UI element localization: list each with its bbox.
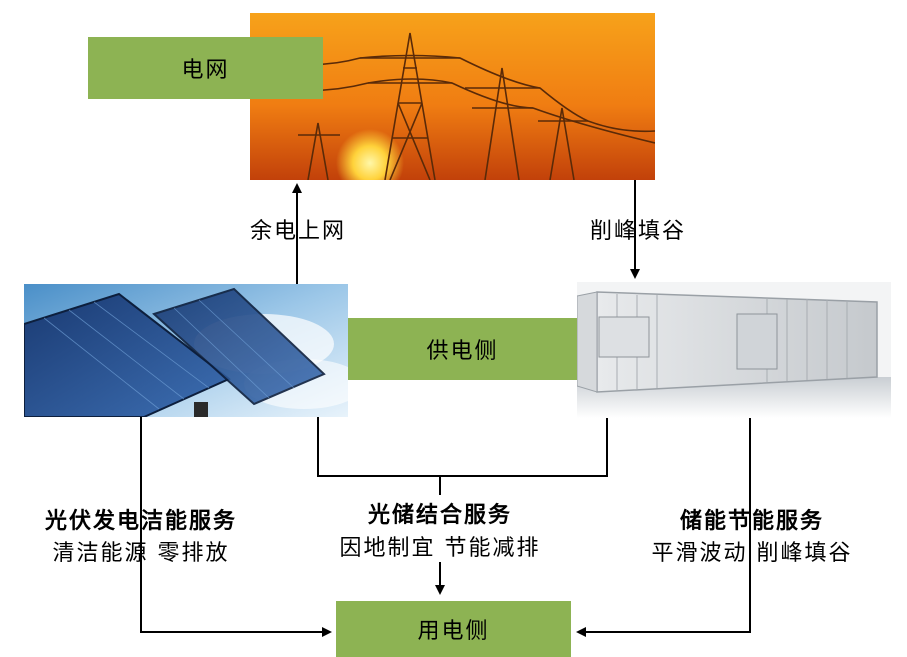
grid-label-box: 电网 (88, 37, 323, 99)
service-subtitle: 清洁能源 零排放 (52, 541, 230, 566)
peak-shaving-label: 削峰填谷 (589, 219, 687, 244)
consumer-side-box: 用电侧 (336, 601, 571, 657)
consumer-side-label: 用电侧 (417, 619, 490, 644)
service-title: 光伏发电洁能服务 (44, 508, 238, 534)
supply-side-box: 供电侧 (348, 318, 577, 380)
service-title: 储能节能服务 (679, 508, 825, 534)
service-subtitle: 平滑波动 削峰填谷 (651, 541, 853, 566)
service-subtitle: 因地制宜 节能减排 (339, 536, 541, 561)
supply-side-label: 供电侧 (426, 339, 499, 364)
solar-panel-photo (23, 284, 364, 418)
surplus-to-grid-label: 余电上网 (249, 219, 347, 244)
service-title: 光储结合服务 (367, 502, 513, 528)
grid-label: 电网 (181, 58, 230, 83)
energy-storage-container-photo (576, 282, 891, 418)
